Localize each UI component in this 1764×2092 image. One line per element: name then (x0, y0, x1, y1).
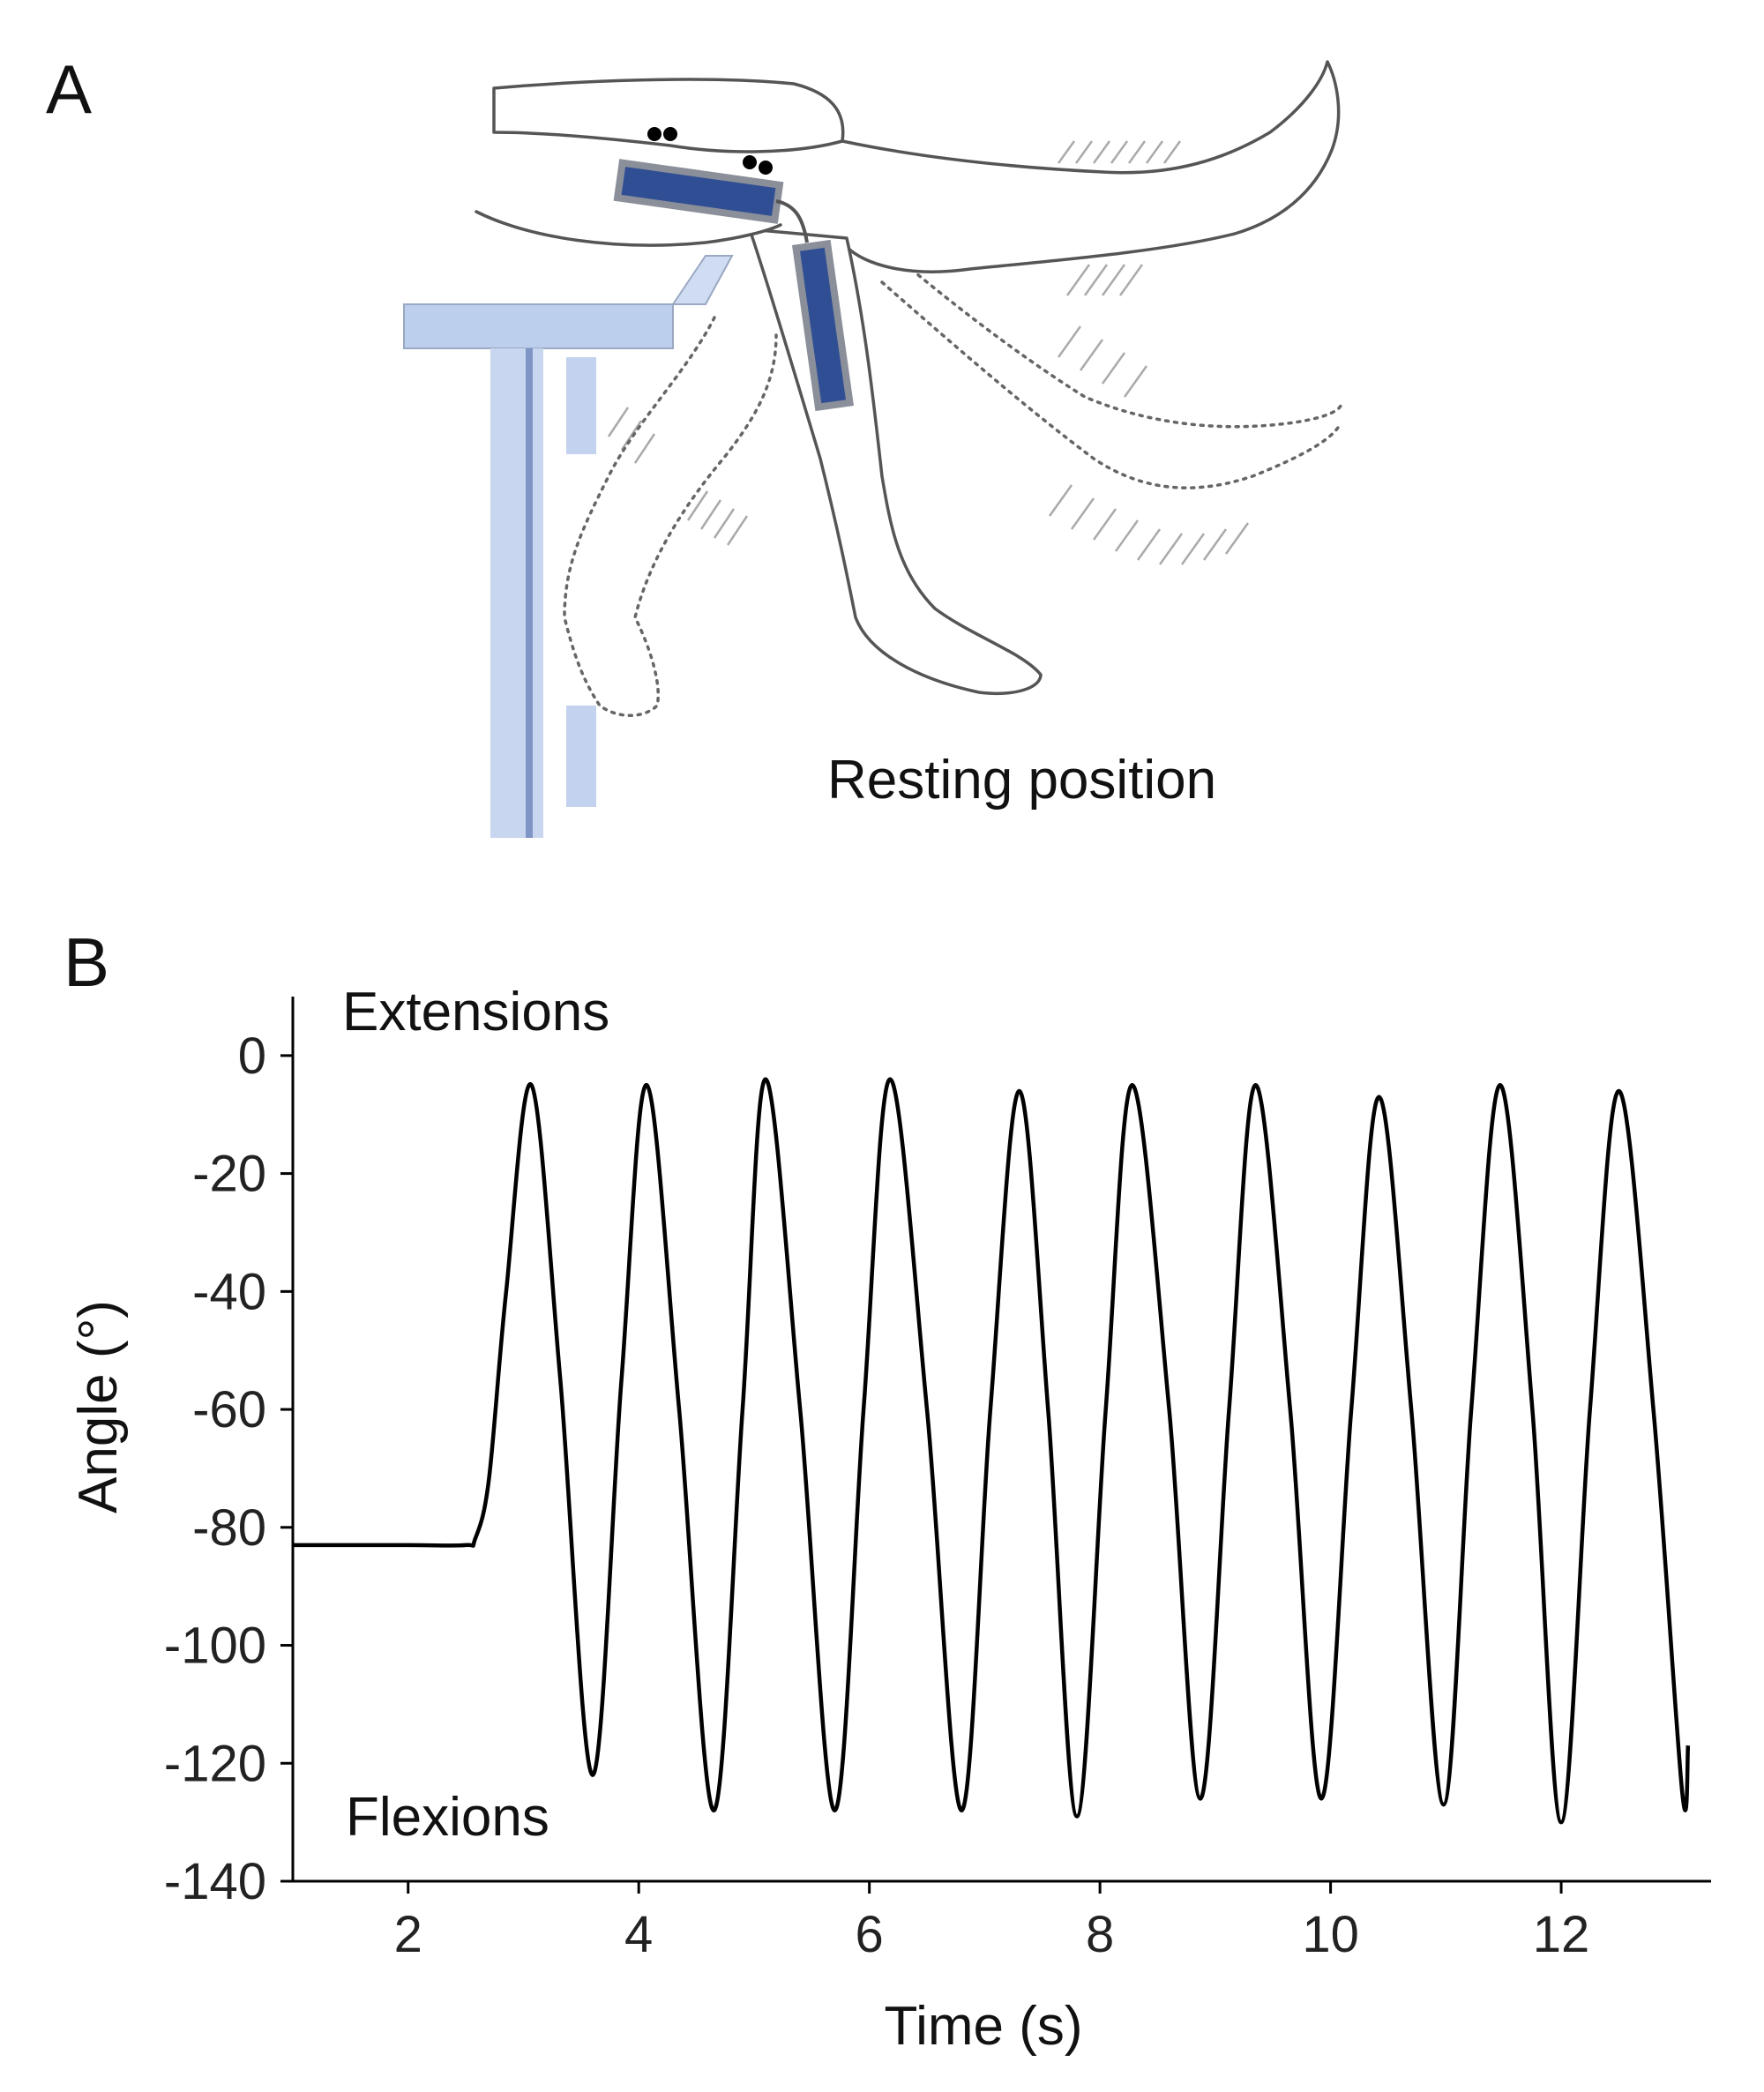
ghost-leg-mid (863, 228, 1343, 489)
ghost-leg-flexed (563, 316, 778, 717)
shadow-hatching (607, 140, 1250, 565)
y-tick-label: -140 (164, 1853, 266, 1910)
panel-b: B 0 -20 -40 -60 -80 -100 -120 -140 2 4 6 8 10 12 Ext… (64, 923, 1711, 2057)
y-tick-label: -80 (192, 1499, 266, 1557)
resting-position-label: Resting position (827, 750, 1216, 811)
x-axis-title: Time (s) (885, 1996, 1083, 2057)
x-tick-label: 12 (1533, 1906, 1590, 1963)
y-tick-label: -60 (192, 1381, 266, 1438)
panel-a-letter: A (46, 50, 92, 128)
panel-a: A (46, 50, 1343, 838)
electrode-dot (647, 127, 662, 141)
x-tick-label: 4 (624, 1906, 653, 1963)
flexions-label: Flexions (346, 1787, 549, 1848)
y-tick-label: -20 (192, 1146, 266, 1203)
extended-leg-outline (841, 60, 1341, 273)
bench (403, 255, 734, 838)
y-tick-label: -40 (192, 1263, 266, 1320)
shank-sensor (791, 239, 855, 412)
y-tick-label: 0 (238, 1027, 266, 1085)
x-axis-ticks: 2 4 6 8 10 12 (394, 1881, 1590, 1963)
electrode-dot (663, 127, 677, 141)
y-axis-title: Angle (°) (68, 1300, 129, 1513)
y-axis-ticks: 0 -20 -40 -60 -80 -100 -120 -140 (164, 1027, 293, 1910)
angle-trace (293, 1077, 1691, 1825)
bench-leg (490, 348, 543, 838)
bench-leg-back-upper (566, 357, 596, 454)
x-tick-label: 2 (394, 1906, 422, 1963)
x-tick-label: 6 (856, 1906, 884, 1963)
electrode-dot (759, 161, 773, 175)
bench-leg-edge (526, 348, 533, 838)
bench-leg-back-lower (566, 706, 596, 807)
seat-contour (475, 210, 782, 247)
bench-seat-back (671, 255, 734, 305)
thigh-sensor (613, 159, 784, 224)
sensors (613, 127, 855, 412)
leg-illustration (403, 60, 1343, 838)
y-tick-label: -120 (164, 1735, 266, 1792)
panel-b-letter: B (64, 923, 109, 1001)
sensor-cable (775, 199, 809, 243)
hanging-leg-outline (748, 228, 1043, 696)
bench-seat (403, 303, 674, 349)
extensions-label: Extensions (342, 982, 609, 1042)
x-tick-label: 10 (1302, 1906, 1359, 1963)
electrode-dot (743, 155, 757, 169)
x-tick-label: 8 (1086, 1906, 1114, 1963)
angle-time-chart: 0 -20 -40 -60 -80 -100 -120 -140 2 4 6 8 10 12 Exten… (68, 982, 1711, 2057)
y-tick-label: -100 (164, 1618, 266, 1675)
